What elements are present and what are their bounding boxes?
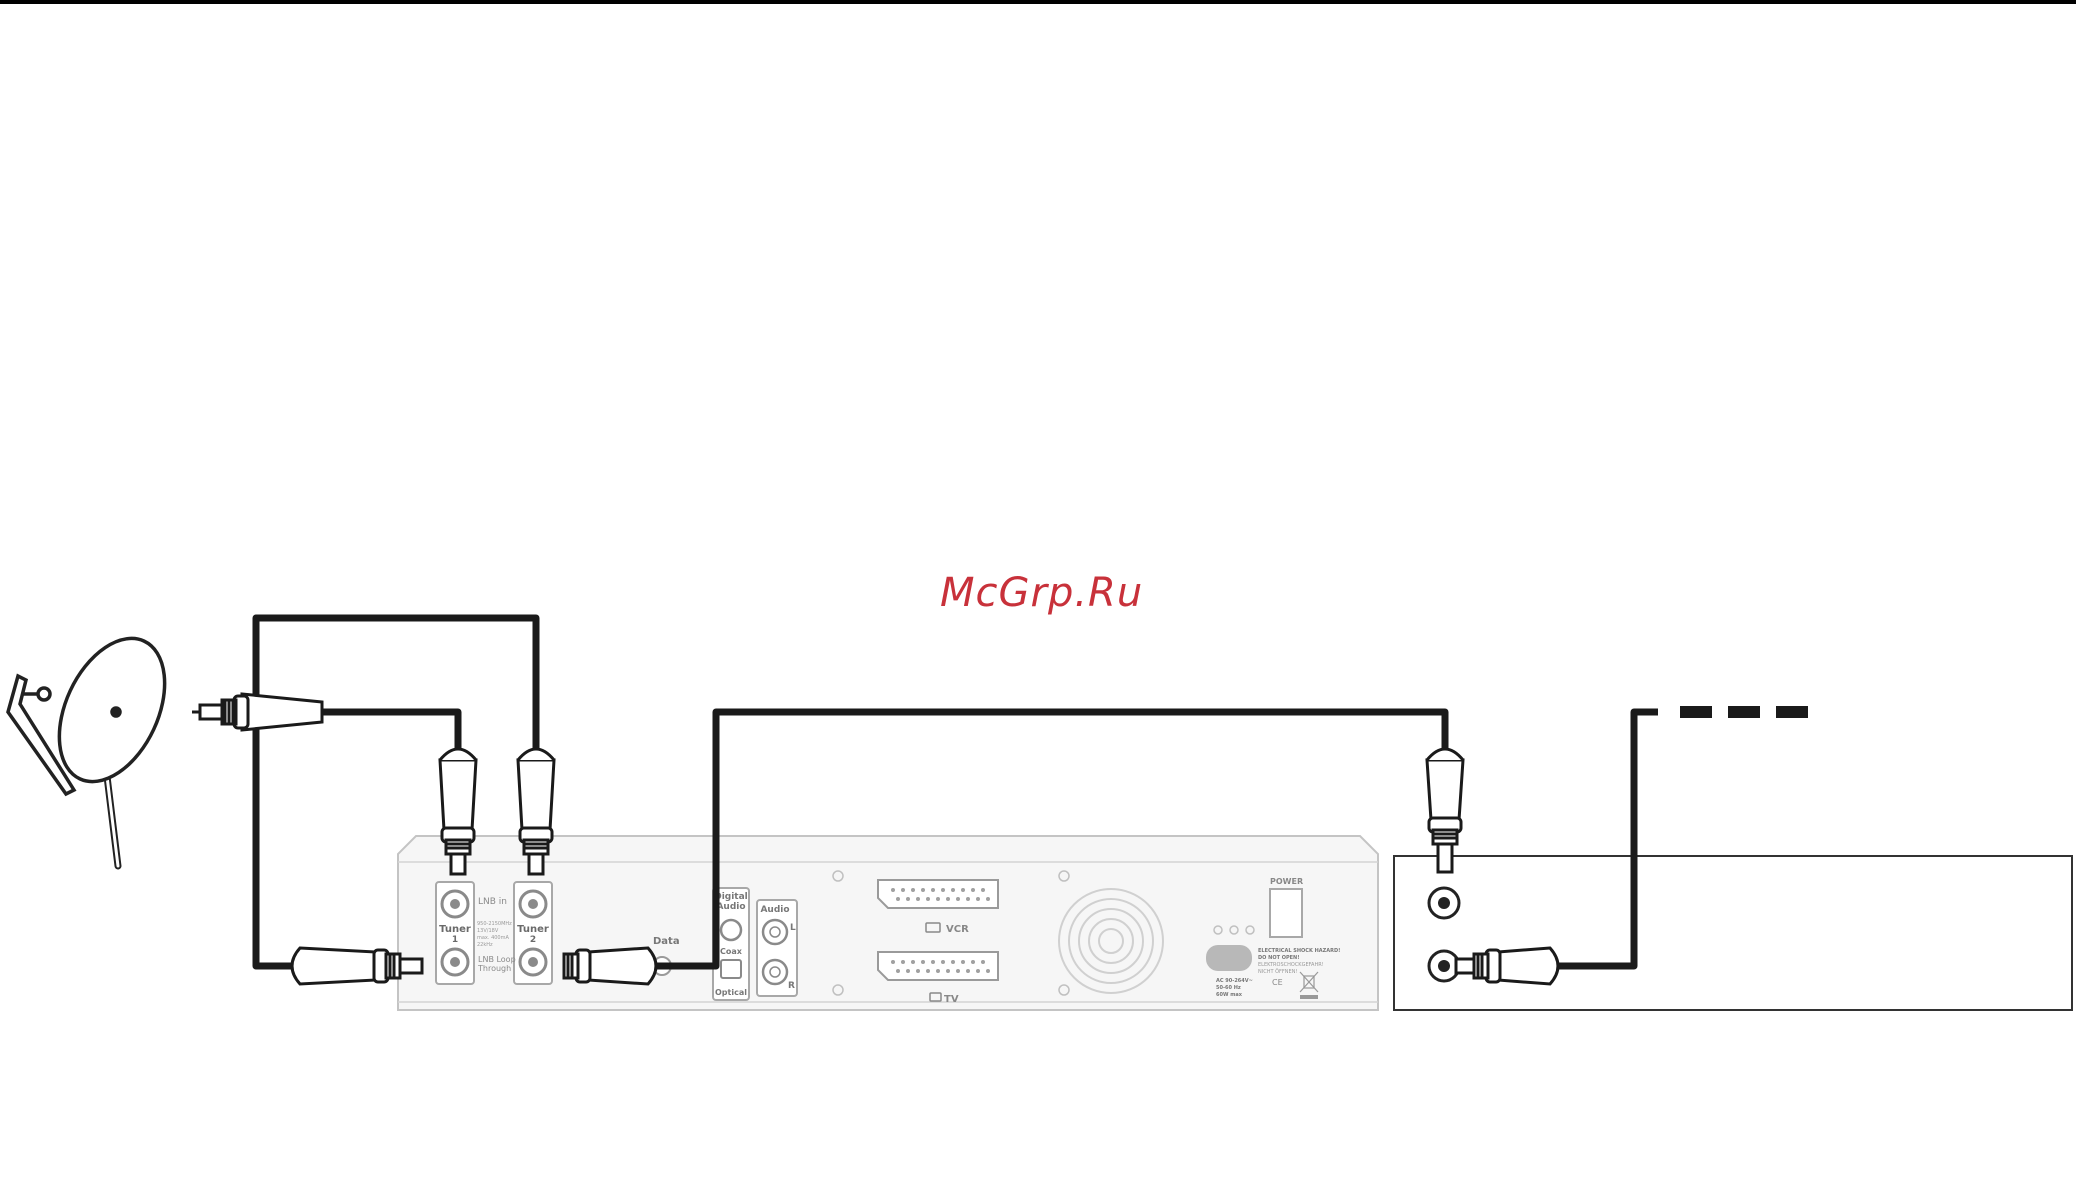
hz-spec: 50-60 Hz <box>1216 985 1241 991</box>
scart-tv-port <box>878 952 998 980</box>
lnb-spec-1: 950-2150MHz <box>477 921 512 927</box>
audio-r-label: R <box>788 981 795 991</box>
lnb-plug <box>192 694 322 730</box>
coax-port <box>721 920 741 940</box>
optical-label: Optical <box>715 988 747 997</box>
digital-audio-label-2: Audio <box>716 902 745 912</box>
audio-l-label: L <box>790 923 796 933</box>
lnb-loop-label-2: Through <box>477 964 511 973</box>
lnb-spec-2: 13V/18V <box>477 928 499 934</box>
tv-device <box>1394 856 2072 1010</box>
tuner1-label: Tuner <box>439 924 471 935</box>
tuner2-number: 2 <box>530 935 536 945</box>
tuner1-plug <box>440 749 476 874</box>
scart-vcr-port <box>878 880 998 908</box>
tv-label: TV <box>944 994 959 1005</box>
data-label: Data <box>653 936 680 947</box>
power-label: POWER <box>1270 877 1303 886</box>
power-switch <box>1270 889 1302 937</box>
ac-spec: AC 90-264V~ <box>1216 978 1253 984</box>
coax-label: Coax <box>720 947 743 956</box>
cable-lnb-to-tuner1 <box>322 712 458 760</box>
lnb-in-label: LNB in <box>478 897 507 907</box>
vcr-label: VCR <box>946 924 969 935</box>
watt-spec: 60W max <box>1216 992 1243 998</box>
tuner2-label: Tuner <box>517 924 549 935</box>
tv-antenna-plug <box>1427 749 1463 872</box>
data-plug <box>564 948 656 984</box>
receiver-device: Tuner 1 Tuner 2 LNB in 950-2150MHz 13V/1… <box>398 836 1378 1010</box>
lnb-spec-3: max. 400mA <box>477 935 509 941</box>
audio-label: Audio <box>760 905 789 915</box>
audio-l-port <box>763 920 787 944</box>
ce-mark: CE <box>1272 978 1283 987</box>
satellite-dish-icon <box>8 622 186 866</box>
lnb-loop-label: LNB Loop <box>478 955 516 964</box>
tuner1-number: 1 <box>452 935 458 945</box>
warning-2: DO NOT OPEN! <box>1258 955 1300 961</box>
warning-1: ELECTRICAL SHOCK HAZARD! <box>1258 948 1340 954</box>
watermark-text: McGrp.Ru <box>940 570 1143 616</box>
optical-port <box>721 960 741 978</box>
power-inlet <box>1206 945 1252 971</box>
warning-4: NICHT ÖFFNEN! <box>1258 968 1297 975</box>
tuner2-plug <box>518 749 554 874</box>
lnb-spec-4: 22kHz <box>477 942 493 948</box>
warning-3: ELEKTROSCHOCKGEFAHR! <box>1258 962 1324 968</box>
audio-r-port <box>763 960 787 984</box>
